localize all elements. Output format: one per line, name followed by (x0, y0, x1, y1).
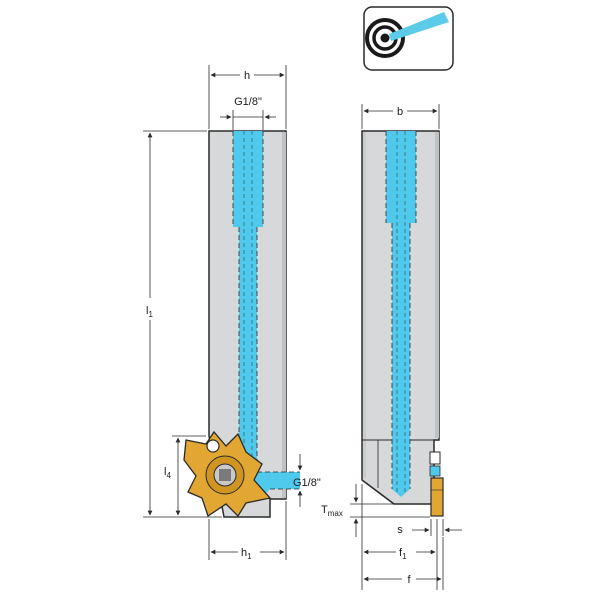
dim-h1: h1 (241, 547, 252, 561)
dim-l4: l4 (164, 466, 171, 480)
dim-h: h (244, 70, 250, 82)
cutting-insert (183, 430, 272, 518)
dim-b: b (397, 106, 403, 118)
dim-f: f (407, 574, 411, 586)
dim-s: s (397, 524, 403, 536)
side-insert (429, 451, 444, 517)
side-coolant-channel (385, 131, 417, 497)
dim-thread-top: G1/8" (234, 96, 262, 108)
internal-coolant-target-icon (363, 6, 454, 71)
dim-thread-side: G1/8" (293, 477, 321, 489)
side-view: b Tmax s f1 f (321, 103, 462, 590)
dim-tmax: Tmax (321, 504, 343, 518)
front-view: h G1/8" l1 l4 G1/8" h1 (142, 65, 321, 561)
dim-l1: l1 (146, 305, 153, 319)
dim-f1: f1 (399, 547, 407, 561)
